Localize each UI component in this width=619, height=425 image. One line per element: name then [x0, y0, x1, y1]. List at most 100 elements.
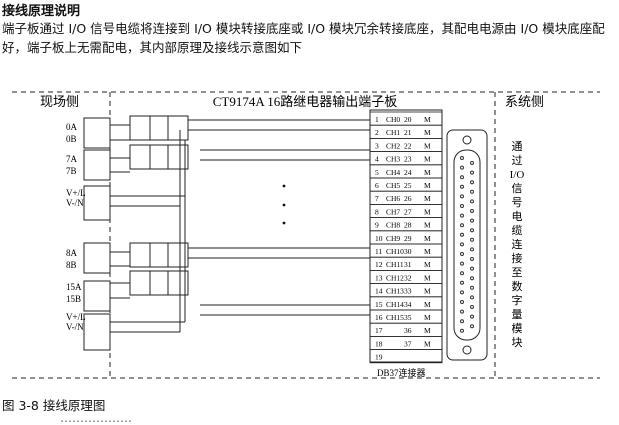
relay-group-bottom [129, 242, 189, 296]
db37-pin [460, 300, 464, 304]
vertical-note-char: 至 [512, 267, 523, 279]
right-pin-number: 32 [404, 273, 412, 282]
right-pin-number: 27 [404, 207, 412, 216]
diagram-title: CT9174A 16路继电器输出端子板 [213, 94, 398, 109]
db37-pin [470, 295, 474, 300]
m-label: M [424, 260, 431, 269]
m-label: M [424, 313, 431, 322]
db37-pins [460, 156, 474, 333]
db37-pin [460, 309, 464, 314]
field-label: 7B [66, 166, 77, 176]
terminal-block-top [83, 117, 111, 351]
channel-label: CH2 [386, 141, 400, 150]
field-label: 0B [66, 134, 77, 144]
right-pin-number: 35 [404, 313, 412, 322]
left-pin-number: 18 [375, 339, 383, 348]
db37-pin [460, 156, 464, 160]
db37-pin [470, 161, 474, 165]
vertical-note-char: 缆 [512, 224, 523, 237]
channel-label: CH6 [386, 194, 400, 203]
m-label: M [424, 128, 431, 137]
vertical-note-char: 通 [512, 140, 523, 153]
db37-pin [470, 285, 474, 290]
description-paragraph: 端子板通过 I/O 信号电缆将连接到 I/O 模块转接底座或 I/O 模块冗余转… [2, 21, 605, 55]
db37-pin [460, 271, 464, 276]
db37-pin [470, 266, 474, 271]
m-label: M [424, 194, 431, 203]
field-label: V+/L [66, 312, 86, 322]
m-label: M [424, 115, 431, 124]
right-pin-number: 26 [404, 194, 412, 203]
left-pin-number: 8 [375, 207, 379, 216]
field-label: 15A [66, 282, 82, 292]
channel-label: CH3 [386, 155, 400, 164]
db37-pin [460, 223, 464, 228]
channel-label: CH12 [386, 273, 404, 282]
m-label: M [424, 287, 431, 296]
ellipsis-dot [282, 184, 286, 188]
db37-pin [460, 319, 464, 324]
db37-pin [470, 228, 474, 233]
m-label: M [424, 234, 431, 243]
db37-connector-shell [446, 129, 488, 361]
field-label: 8B [66, 260, 77, 270]
left-pin-number: 3 [375, 141, 379, 150]
db37-pin [470, 180, 474, 185]
m-label: M [424, 221, 431, 230]
right-pin-number: 20 [404, 115, 412, 124]
db37-pin [470, 209, 474, 213]
vertical-note-char: 电 [512, 210, 523, 223]
channel-label: CH5 [386, 181, 400, 190]
left-pin-number: 14 [375, 287, 383, 296]
db37-pin [460, 232, 464, 237]
field-side-label: 现场侧 [40, 94, 79, 109]
db37-pin [460, 290, 464, 295]
right-pin-number: 33 [404, 287, 412, 296]
channel-label: CH7 [386, 207, 400, 216]
db37-pin [460, 252, 464, 256]
system-side-label: 系统侧 [505, 94, 544, 109]
right-pin-number: 24 [404, 168, 412, 177]
field-label: 8A [66, 248, 78, 258]
left-pin-number: 2 [375, 128, 379, 137]
vertical-note-char: 字 [512, 293, 523, 307]
connector-label: DB37连接器 [377, 367, 426, 378]
field-label: 15B [66, 294, 81, 304]
figure-caption: 图 3-8 接线原理图 [2, 398, 106, 413]
m-label: M [424, 300, 431, 309]
db37-pin [470, 324, 474, 329]
right-pin-number: 31 [404, 260, 412, 269]
vertical-note-char: I/O [510, 169, 525, 181]
right-pin-number: 21 [404, 128, 412, 137]
vertical-note-char: 连 [512, 238, 523, 251]
vertical-note-char: 模 [512, 322, 523, 335]
vertical-note-char: 块 [512, 336, 523, 349]
channel-label: CH9 [386, 234, 400, 243]
vertical-note-char: 信 [512, 182, 523, 195]
left-pin-number: 16 [375, 313, 383, 322]
right-pin-number: 36 [404, 326, 412, 335]
channel-label: CH0 [386, 115, 400, 124]
channel-label: CH15 [386, 313, 404, 322]
db37-pin [460, 213, 464, 218]
m-label: M [424, 168, 431, 177]
m-label: M [424, 141, 431, 150]
field-label: V-/N [66, 322, 84, 332]
left-pin-number: 10 [375, 234, 383, 243]
db37-pin [470, 314, 474, 319]
db37-pin [460, 328, 464, 333]
pin-row [369, 349, 443, 364]
db37-pin [470, 276, 474, 281]
ellipsis-dot [282, 221, 286, 225]
field-label: 7A [66, 154, 78, 164]
left-pin-number: 9 [375, 221, 379, 230]
left-pin-number: 4 [375, 155, 379, 164]
channel-label: CH14 [386, 300, 404, 309]
db37-pin [460, 194, 464, 199]
right-pin-number: 28 [404, 221, 412, 230]
right-pin-number: 25 [404, 181, 412, 190]
db37-pin [470, 237, 474, 242]
db37-pin [460, 261, 464, 266]
left-pin-number: 6 [375, 181, 379, 190]
